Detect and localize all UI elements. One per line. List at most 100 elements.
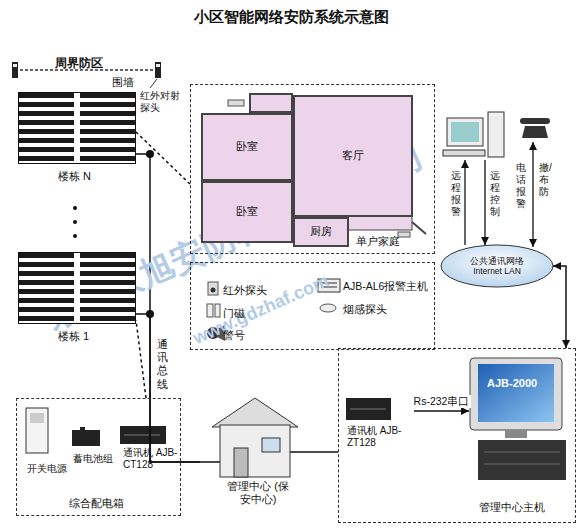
remote-terminals (532, 142, 533, 247)
node-label: 红外探头 (223, 284, 267, 297)
node-label: 综合配电箱 (69, 497, 124, 510)
perimeter-wall (156, 64, 160, 67)
node-label: 烟感探头 (343, 303, 387, 316)
room: 客厅 (293, 95, 413, 217)
distribution-box: 综合配电箱 开关电源蓄电池组通讯机 AJB-CT128 (16, 398, 181, 516)
remote-terminals (443, 150, 485, 156)
vertical-label: 远程控制 (490, 170, 500, 218)
node-label: 警号 (223, 329, 245, 342)
building-facade (18, 252, 136, 324)
bus-junction (290, 451, 310, 453)
host-devices (346, 358, 566, 480)
node-label: 通讯机 AJB-CT128 (123, 447, 181, 471)
vertical-label: 电话报警 (516, 162, 526, 210)
floor-plan-detail (250, 94, 292, 112)
host-monitor: AJB-2000 (469, 359, 571, 484)
device-icons (320, 304, 336, 312)
host-devices (505, 430, 527, 438)
power-devices (26, 408, 48, 453)
power-devices (120, 426, 166, 444)
floor-plan-detail (228, 100, 244, 106)
network-cloud (441, 245, 553, 287)
host-devices (350, 409, 386, 410)
remote-terminals (451, 122, 479, 142)
management-building (212, 398, 298, 427)
power-devices (124, 435, 160, 436)
management-building (234, 448, 248, 477)
host-devices (478, 440, 566, 480)
node-label: 卧室 (236, 140, 258, 153)
remote-terminals (443, 112, 550, 247)
battery: 蓄电池组 (69, 427, 121, 477)
management-building (212, 398, 298, 477)
node-label: 公共通讯网络 Internet LAN (465, 256, 529, 276)
bus-junction (200, 461, 220, 463)
edge-label: Rs-232串口 (412, 395, 472, 408)
perimeter-wall (155, 62, 161, 78)
annotation: 围墙 (112, 76, 134, 89)
node-label: 开关电源 (27, 463, 67, 475)
annotation: 周界防区 (55, 56, 103, 70)
perimeter-wall (150, 79, 157, 88)
node-label: 客厅 (342, 149, 364, 162)
node-label: AJB-AL6报警主机 (343, 280, 428, 293)
connector (310, 451, 338, 453)
ellipsis-dots (73, 206, 77, 238)
building-facade (18, 92, 136, 164)
vertical-label: 远程报警 (451, 170, 461, 218)
device-icons (207, 304, 213, 317)
network-cloud: 公共通讯网络 Internet LAN (441, 245, 553, 287)
management-center: 管理中心 (保安中心) (200, 392, 310, 517)
network-cloud (441, 245, 553, 287)
node-label: 楼栋 1 (58, 330, 89, 343)
management-building (220, 425, 290, 477)
room: 厨房 (293, 217, 349, 247)
node-label: 管理中心 (保安中心) (222, 480, 294, 506)
power-devices (72, 430, 100, 446)
power-supply: 开关电源 (25, 407, 71, 479)
building: 楼栋 1 (18, 252, 136, 352)
device-icons (215, 304, 220, 317)
node-label: 单户家庭 (356, 235, 400, 248)
perimeter-wall (13, 64, 17, 67)
power-devices (30, 413, 44, 423)
perimeter-wall (12, 62, 18, 78)
host-devices (478, 364, 554, 422)
node-label: 门磁 (223, 307, 245, 320)
remote-terminals (484, 160, 485, 245)
floor-plan-detail (412, 222, 426, 234)
ellipsis-dots (73, 234, 77, 238)
device-icons (208, 282, 218, 295)
diagram-title: 小区智能网络安防系统示意图 (0, 8, 582, 27)
ellipsis-dots (73, 206, 77, 210)
node-label: 卧室 (236, 205, 258, 218)
power-devices (80, 427, 85, 430)
management-building (262, 438, 280, 452)
node-label: AJB-2000 (487, 377, 537, 390)
building: 楼栋 N (18, 92, 136, 192)
host-area: 管理中心主机通讯机 AJB-ZT128AJB-2000 (338, 348, 576, 523)
vertical-label: 通讯总线 (157, 338, 168, 391)
device-icons (211, 288, 216, 293)
host-devices (470, 358, 562, 430)
annotation: 红外对射探头 (140, 90, 184, 114)
node-label: 厨房 (310, 225, 332, 238)
home-plan: 单户家庭卧室卧室客厅厨房 (190, 84, 435, 254)
remote-terminals (488, 112, 504, 157)
ellipsis-dots (73, 220, 77, 224)
node-label: 通讯机 AJB-ZT128 (347, 425, 409, 449)
floor-plan-detail (348, 216, 412, 230)
comm-unit: 通讯机 AJB-CT128 (121, 425, 186, 487)
connector (136, 132, 190, 184)
connector (136, 320, 146, 398)
room: 卧室 (201, 181, 293, 243)
remote-terminals (447, 118, 483, 146)
comm-unit: 通讯机 AJB-ZT128 (347, 399, 414, 455)
host-devices (484, 452, 560, 453)
remote-terminals (464, 160, 465, 245)
power-devices (26, 408, 166, 453)
device-list: 红外探头 AJB-AL6报警主机门磁 烟感探头警号 (190, 262, 435, 350)
vertical-label: 撤/布防 (539, 162, 549, 198)
connector (414, 410, 469, 412)
